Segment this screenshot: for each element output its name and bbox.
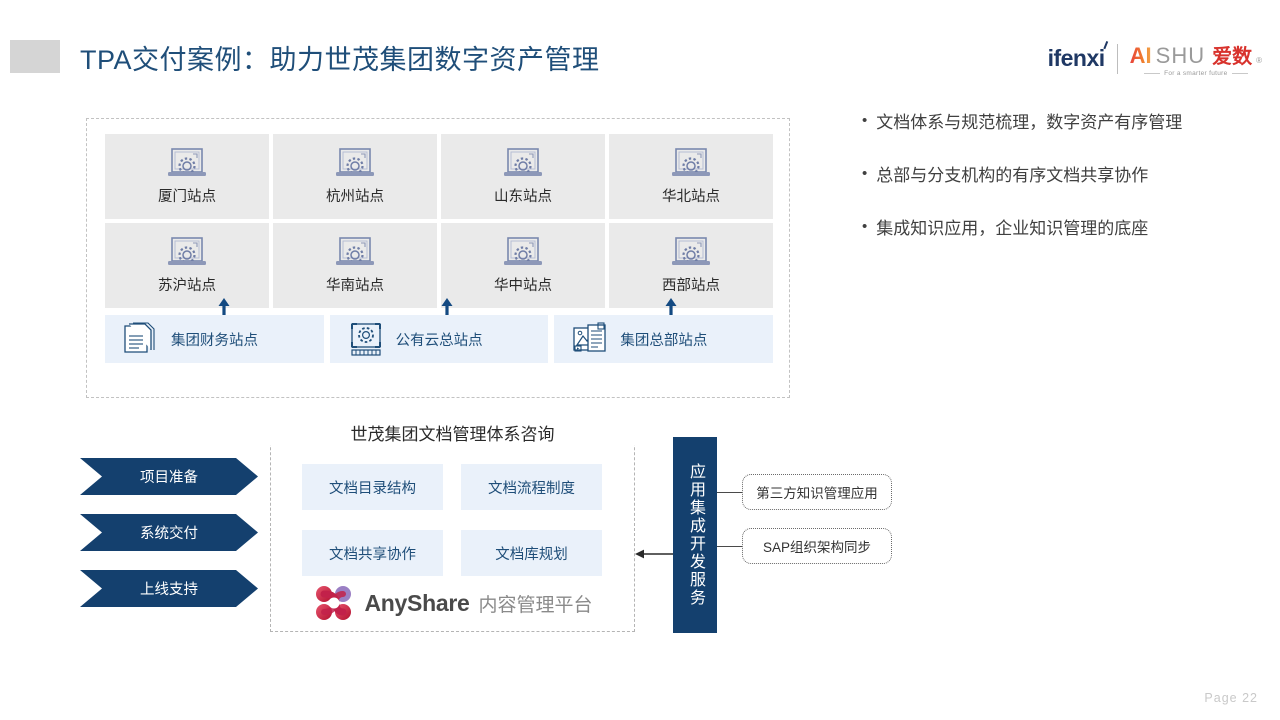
site-label: 厦门站点 xyxy=(158,189,216,205)
site-label: 西部站点 xyxy=(662,278,720,294)
consulting-item-collaboration[interactable]: 文档共享协作 xyxy=(302,530,443,576)
integration-service-label: 应用集成开发服务 xyxy=(687,463,704,607)
logo-divider xyxy=(1116,43,1118,74)
phase-chevron-support[interactable]: 上线支持 xyxy=(80,570,258,607)
integration-box-third-party[interactable]: 第三方知识管理应用 xyxy=(742,474,892,510)
cloud-blueprint-gear-icon xyxy=(350,323,381,356)
site-label: 华北站点 xyxy=(662,189,720,205)
aishu-tagline: For a smarter future xyxy=(1144,70,1248,77)
phase-label: 系统交付 xyxy=(140,526,198,542)
aishu-logo: AI SHU 爱数 ® For a smarter future xyxy=(1130,40,1262,77)
anyshare-platform-logo: AnyShare 内容管理平台 xyxy=(302,583,602,623)
benefits-list: • 文档体系与规范梳理，数字资产有序管理 • 总部与分支机构的有序文档共享协作 … xyxy=(862,112,1262,271)
bullet-dot-icon: • xyxy=(862,165,868,183)
phase-label: 项目准备 xyxy=(140,470,198,486)
laptop-gear-icon xyxy=(672,148,710,176)
bullet-dot-icon: • xyxy=(862,218,868,236)
hub-row: 集团财务站点 公有云总站点 xyxy=(105,315,773,363)
site-card-xiamen[interactable]: 厦门站点 xyxy=(105,134,269,219)
media-document-icon xyxy=(573,322,606,352)
integration-connector-line xyxy=(717,546,742,548)
site-card-xibu[interactable]: 西部站点 xyxy=(609,223,773,308)
phase-chevron-delivery[interactable]: 系统交付 xyxy=(80,514,258,551)
site-card-shandong[interactable]: 山东站点 xyxy=(441,134,605,219)
anyshare-name: AnyShare xyxy=(364,589,470,616)
hub-label: 集团总部站点 xyxy=(620,332,708,349)
benefit-text: 集成知识应用，企业知识管理的底座 xyxy=(876,219,1149,239)
laptop-gear-icon xyxy=(336,237,374,265)
phase-list: 项目准备 系统交付 上线支持 xyxy=(80,458,258,626)
aishu-logo-row: AI SHU 爱数 ® xyxy=(1130,40,1262,69)
integration-box-sap[interactable]: SAP组织架构同步 xyxy=(742,528,892,564)
benefit-text: 文档体系与规范梳理，数字资产有序管理 xyxy=(876,113,1183,132)
laptop-gear-icon xyxy=(168,237,206,265)
site-label: 山东站点 xyxy=(494,189,552,205)
consulting-item-directory[interactable]: 文档目录结构 xyxy=(302,464,443,510)
aishu-shu-text: SHU xyxy=(1155,43,1206,68)
site-grid: 厦门站点 杭州站点 xyxy=(105,134,773,308)
logo-group: ifenxi AI SHU 爱数 ® For a smarter future xyxy=(1047,38,1262,77)
anyshare-subtitle: 内容管理平台 xyxy=(478,594,593,616)
title-accent-block xyxy=(10,40,60,73)
laptop-gear-icon xyxy=(504,237,542,265)
aishu-chinese-text: 爱数 xyxy=(1212,46,1253,68)
laptop-gear-icon xyxy=(168,148,206,176)
consulting-item-process[interactable]: 文档流程制度 xyxy=(461,464,602,510)
hub-card-headquarters[interactable]: 集团总部站点 xyxy=(554,315,773,363)
hub-label: 公有云总站点 xyxy=(395,332,483,349)
anyshare-molecule-icon xyxy=(315,586,351,620)
bullet-dot-icon: • xyxy=(862,112,868,129)
page-number: Page 22 xyxy=(1204,691,1258,705)
integration-connector-line xyxy=(717,492,742,494)
registered-mark-icon: ® xyxy=(1256,56,1262,65)
laptop-gear-icon xyxy=(504,148,542,176)
site-label: 杭州站点 xyxy=(326,189,384,205)
phase-label: 上线支持 xyxy=(140,582,198,598)
site-card-huazhong[interactable]: 华中站点 xyxy=(441,223,605,308)
aishu-ai-text: AI xyxy=(1129,43,1152,68)
aishu-tagline-text: For a smarter future xyxy=(1164,70,1228,77)
site-card-suhu[interactable]: 苏沪站点 xyxy=(105,223,269,308)
consulting-items-grid: 文档目录结构 文档流程制度 文档共享协作 文档库规划 xyxy=(302,464,602,576)
tagline-rule-left xyxy=(1144,73,1161,74)
architecture-panel: 厦门站点 杭州站点 xyxy=(86,118,790,398)
hub-card-public-cloud[interactable]: 公有云总站点 xyxy=(329,315,549,363)
site-card-huanan[interactable]: 华南站点 xyxy=(273,223,437,308)
left-arrow-icon xyxy=(635,549,675,559)
page-title: TPA交付案例：助力世茂集团数字资产管理 xyxy=(80,45,600,75)
integration-service-bar: 应用集成开发服务 xyxy=(673,437,717,633)
documents-stack-icon xyxy=(124,322,155,353)
benefit-item: • 文档体系与规范梳理，数字资产有序管理 xyxy=(862,112,1262,134)
site-label: 苏沪站点 xyxy=(158,278,216,294)
site-card-huabei[interactable]: 华北站点 xyxy=(609,134,773,219)
benefit-item: • 集成知识应用，企业知识管理的底座 xyxy=(862,218,1262,240)
laptop-gear-icon xyxy=(672,237,710,265)
benefit-item: • 总部与分支机构的有序文档共享协作 xyxy=(862,165,1262,187)
hub-label: 集团财务站点 xyxy=(171,332,258,349)
site-card-hangzhou[interactable]: 杭州站点 xyxy=(273,134,437,219)
site-label: 华中站点 xyxy=(494,278,552,294)
consulting-item-repository[interactable]: 文档库规划 xyxy=(461,530,602,576)
ifenxi-logo-text: ifenxi xyxy=(1047,45,1106,71)
hub-card-finance[interactable]: 集团财务站点 xyxy=(105,315,324,363)
ifenxi-logo: ifenxi xyxy=(1047,38,1108,72)
site-label: 华南站点 xyxy=(326,278,384,294)
consulting-title: 世茂集团文档管理体系咨询 xyxy=(270,420,635,445)
benefit-text: 总部与分支机构的有序文档共享协作 xyxy=(876,166,1149,186)
tagline-rule-right xyxy=(1231,73,1248,74)
phase-chevron-prepare[interactable]: 项目准备 xyxy=(80,458,258,495)
laptop-gear-icon xyxy=(336,148,374,176)
consulting-title-text: 世茂集团文档管理体系咨询 xyxy=(342,425,563,444)
